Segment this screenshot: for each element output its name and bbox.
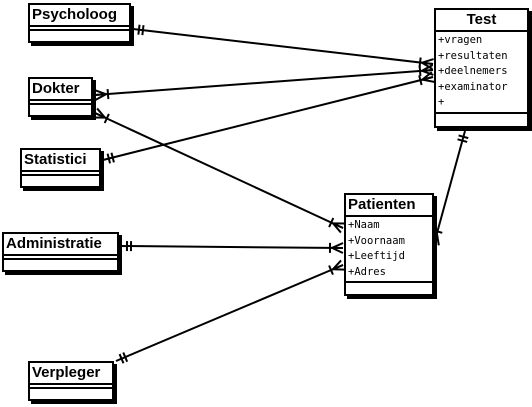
crowfoot-bar bbox=[418, 75, 423, 86]
entity-statistici[interactable]: Statistici bbox=[20, 148, 101, 188]
one-mark bbox=[457, 138, 468, 143]
divider bbox=[30, 383, 112, 385]
one-mark bbox=[141, 25, 145, 36]
relation-line bbox=[102, 76, 434, 161]
relation-statistici-test bbox=[102, 71, 435, 164]
attribute: +Naam bbox=[348, 219, 380, 231]
crowfoot-bar bbox=[328, 265, 334, 276]
entity-administratie-title: Administratie bbox=[6, 235, 102, 252]
crowfoot-bar bbox=[418, 65, 422, 77]
entity-patienten[interactable]: Patienten +Naam +Voornaam +Leeftijd +Adr… bbox=[344, 193, 434, 296]
divider bbox=[22, 170, 99, 172]
attribute: +resultaten bbox=[438, 49, 508, 62]
divider bbox=[30, 29, 129, 31]
entity-dokter[interactable]: Dokter bbox=[28, 77, 93, 117]
relation-line bbox=[132, 28, 434, 65]
attribute: +Leeftijd bbox=[348, 250, 405, 262]
one-mark bbox=[118, 353, 125, 364]
one-mark bbox=[110, 152, 115, 163]
entity-statistici-title: Statistici bbox=[24, 151, 87, 168]
relation-dokter-patienten bbox=[92, 107, 346, 234]
crowfoot-mark bbox=[421, 64, 434, 72]
attribute: +examinator bbox=[438, 80, 508, 93]
entity-test[interactable]: Test +vragen +resultaten +deelnemers +ex… bbox=[434, 8, 529, 128]
entity-psycholoog-title: Psycholoog bbox=[32, 6, 118, 23]
entity-test-title: Test bbox=[466, 11, 497, 28]
crowfoot-bar bbox=[106, 88, 110, 100]
attribute: + bbox=[438, 96, 445, 108]
crowfoot-bar bbox=[432, 229, 443, 234]
relation-verpleger-patienten bbox=[115, 259, 345, 364]
relation-administratie-patienten bbox=[120, 241, 344, 254]
entity-patienten-attributes: +Naam +Voornaam +Leeftijd +Adres bbox=[346, 217, 432, 281]
one-mark bbox=[137, 24, 141, 35]
relation-line bbox=[115, 264, 344, 362]
relation-line bbox=[120, 245, 344, 249]
crowfoot-mark bbox=[94, 93, 107, 101]
crowfoot-mark bbox=[332, 259, 342, 270]
divider bbox=[30, 25, 129, 27]
divider bbox=[4, 254, 117, 256]
one-mark bbox=[458, 134, 469, 140]
entity-test-attributes: +vragen +resultaten +deelnemers +examina… bbox=[436, 32, 527, 112]
crowfoot-bar bbox=[103, 113, 110, 124]
crowfoot-mark bbox=[435, 233, 440, 246]
relation-line bbox=[94, 112, 344, 229]
relation-line bbox=[94, 69, 434, 96]
relation-psycholoog-test bbox=[132, 24, 434, 70]
divider bbox=[436, 111, 527, 114]
entity-patienten-title: Patienten bbox=[348, 196, 416, 213]
entity-dokter-title: Dokter bbox=[32, 80, 80, 97]
entity-administratie[interactable]: Administratie bbox=[2, 232, 119, 272]
divider bbox=[22, 174, 99, 176]
attribute: +vragen bbox=[438, 34, 483, 46]
relation-test-patienten bbox=[428, 130, 469, 246]
entity-verpleger-title: Verpleger bbox=[32, 364, 101, 381]
divider bbox=[30, 99, 91, 101]
crowfoot-bar bbox=[328, 217, 335, 228]
crowfoot-bar bbox=[418, 57, 422, 68]
divider bbox=[4, 258, 117, 260]
entity-psycholoog[interactable]: Psycholoog bbox=[28, 3, 131, 43]
attribute: +Adres bbox=[348, 265, 386, 278]
crowfoot-mark bbox=[421, 71, 433, 81]
attribute: +deelnemers bbox=[438, 65, 508, 77]
divider bbox=[30, 103, 91, 105]
relation-dokter-test bbox=[94, 64, 434, 101]
divider bbox=[346, 215, 432, 217]
one-mark bbox=[106, 153, 112, 164]
relation-line bbox=[433, 130, 466, 245]
divider bbox=[436, 30, 527, 32]
divider bbox=[30, 387, 112, 389]
crowfoot-mark bbox=[331, 242, 344, 249]
crowfoot-mark bbox=[421, 58, 434, 64]
one-mark bbox=[122, 352, 129, 363]
attribute: +Voornaam bbox=[348, 234, 405, 247]
entity-verpleger[interactable]: Verpleger bbox=[28, 361, 114, 401]
divider bbox=[346, 281, 432, 283]
